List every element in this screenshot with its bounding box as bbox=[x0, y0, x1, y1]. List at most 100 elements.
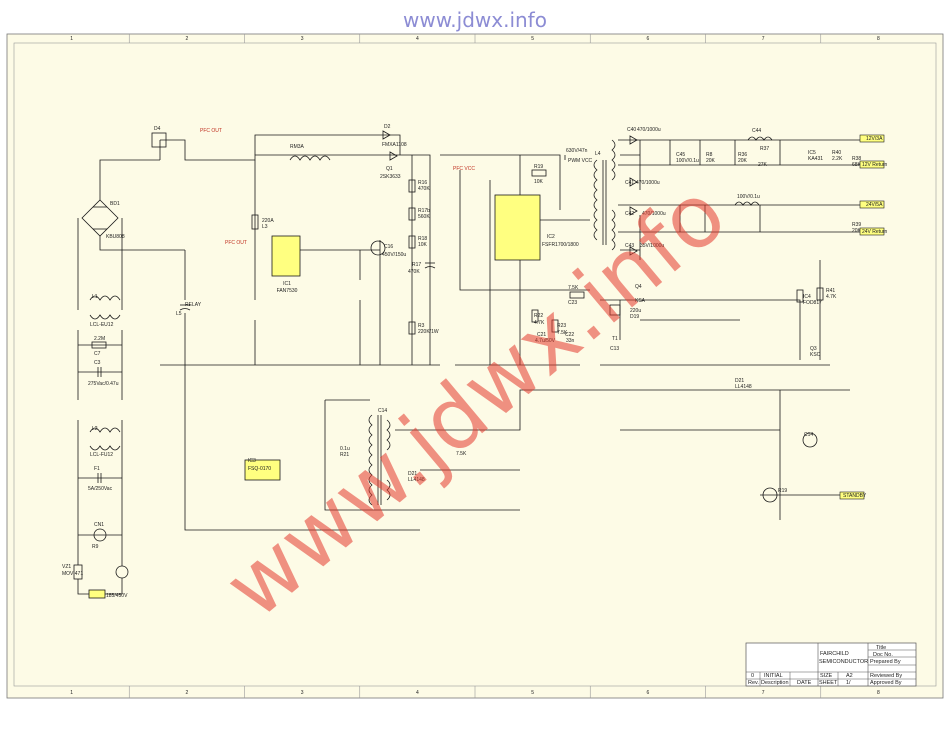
label-c45-value: 20K bbox=[852, 228, 862, 234]
title-block-docno: Doc No. bbox=[873, 652, 893, 658]
label-lcl-eu12: LCL-EU12 bbox=[90, 322, 114, 328]
label-r39-value: KSC bbox=[810, 352, 821, 358]
watermark-text: www.jdwx.info bbox=[403, 8, 547, 32]
label-q4: R19 bbox=[778, 488, 787, 494]
label-l4: 100V/0.1u bbox=[737, 194, 760, 200]
label-c13: D21 bbox=[408, 471, 417, 477]
title-block-desc-value: INITIAL bbox=[764, 673, 783, 679]
title-block-division: SEMICONDUCTOR bbox=[819, 659, 868, 665]
title-block-company: FAIRCHILD bbox=[820, 651, 849, 657]
border-column-number: 1 bbox=[70, 36, 73, 42]
title-block-approved: Approved By bbox=[870, 680, 902, 686]
label-c3-value: 5A/250Vac bbox=[88, 486, 113, 492]
title-block-reviewed: Reviewed By bbox=[870, 673, 902, 679]
border-column-number: 2 bbox=[185, 36, 188, 42]
label-l3: C44 bbox=[752, 128, 761, 134]
label-r25-value: C23 bbox=[568, 300, 577, 306]
label-t2: L4 bbox=[595, 151, 601, 157]
ic1-fan7530 bbox=[271, 235, 301, 277]
title-block-sheet-label: SHEET bbox=[819, 680, 838, 686]
secondary-outputs: C40 470/1000u C41 470/1000u C42 470/1000… bbox=[618, 127, 888, 260]
label-fmxa: 2SK3633 bbox=[380, 174, 401, 180]
label-c41-value: 20K bbox=[706, 158, 716, 164]
label-q1-part: 450V/150u bbox=[382, 252, 406, 258]
label-q3: C14 bbox=[804, 432, 813, 438]
label-c16-value: 470K bbox=[408, 269, 420, 275]
title-block-date-label: DATE bbox=[797, 680, 812, 686]
ic3-fsq0170 bbox=[244, 459, 281, 481]
net-pfc-vcc: PFC OUT bbox=[225, 240, 247, 246]
label-cn1: 185/450V bbox=[106, 593, 128, 599]
label-d8: C40 bbox=[627, 127, 636, 133]
label-c21: C21 bbox=[537, 332, 546, 338]
label-r38-value: 4.7K bbox=[826, 294, 837, 300]
label-d21: 0.1u bbox=[340, 446, 350, 452]
label-r40-value: KSA bbox=[635, 298, 646, 304]
label-t1: C14 bbox=[378, 408, 387, 414]
output-24v-return: 24V Return bbox=[862, 229, 888, 235]
label-r18-value: 220K/1W bbox=[418, 329, 439, 335]
border-column-number: 3 bbox=[301, 690, 304, 696]
label-lcl-fu12: LCL-FU12 bbox=[90, 452, 113, 458]
label-r37-value: FOD817 bbox=[803, 300, 822, 306]
label-relay: D4 bbox=[154, 126, 161, 132]
label-ic4-part: D19 bbox=[630, 314, 639, 320]
output-24v: 24V/5A bbox=[866, 202, 883, 208]
label-ic3: IC3 bbox=[248, 458, 256, 464]
label-ic1-part: FAN7530 bbox=[277, 288, 298, 294]
label-c7-value: L5 bbox=[176, 311, 182, 317]
label-r17-value: 470K bbox=[418, 186, 430, 192]
label-c41: R8 bbox=[706, 152, 713, 158]
label-rm3a: FMXA1108 bbox=[382, 142, 407, 148]
title-block-rev-label: Rev. bbox=[748, 680, 759, 686]
border-column-number: 5 bbox=[531, 690, 534, 696]
border-column-number: 5 bbox=[531, 36, 534, 42]
label-ic4: 220u bbox=[630, 308, 641, 314]
label-d9-value: 470/1000u bbox=[636, 180, 660, 186]
label-ic2-part: FSFR1700/1800 bbox=[542, 242, 579, 248]
output-standby: STANDBY bbox=[843, 493, 867, 499]
label-d11: C43 bbox=[625, 243, 634, 249]
ic2-fsfr bbox=[494, 194, 541, 261]
llc-stage: IC2 FSFR1700/1800 PFC VCC L4 R19 10K 630… bbox=[440, 139, 616, 366]
label-r8: R40 bbox=[832, 150, 841, 156]
label-r19-value: 10K bbox=[534, 179, 544, 185]
label-q1: C16 bbox=[384, 244, 393, 250]
label-l5: RM3A bbox=[290, 144, 305, 150]
label-vz1: CN1 bbox=[94, 522, 104, 528]
label-c42: R36 bbox=[738, 152, 747, 158]
label-r36: IC5 bbox=[808, 150, 816, 156]
title-block-rev-value: 0 bbox=[751, 673, 754, 679]
label-r23: R23 bbox=[557, 323, 566, 329]
label-r41: D21 bbox=[735, 378, 744, 384]
label-d11-value: 35V/1000u bbox=[640, 243, 664, 249]
label-d2: Q1 bbox=[386, 166, 393, 172]
label-c45: R39 bbox=[852, 222, 861, 228]
label-c13-value: LL4148 bbox=[408, 477, 425, 483]
title-block-desc-label: Description bbox=[761, 680, 789, 686]
label-d9: C41 bbox=[625, 180, 634, 186]
label-c6-value: 275Vac/0.47u bbox=[88, 381, 119, 387]
net-pwm-vcc: PFC VCC bbox=[453, 166, 475, 172]
label-f1: VZ1 bbox=[62, 564, 71, 570]
label-r22: R22 bbox=[534, 313, 543, 319]
label-c23-value: PWM VCC bbox=[568, 158, 593, 164]
border-column-number: 7 bbox=[762, 36, 765, 42]
label-r17: R16 bbox=[418, 180, 427, 186]
label-c42-value: 20K bbox=[738, 158, 748, 164]
feedback-section: IC4 FOD817 R41 4.7K Q4 KSA 220u D19 T1 C… bbox=[600, 260, 837, 366]
border-column-number: 8 bbox=[877, 36, 880, 42]
label-ic5: T1 bbox=[612, 336, 618, 342]
label-r3-value: L3 bbox=[262, 224, 268, 230]
border-column-number: 2 bbox=[185, 690, 188, 696]
label-r18: R3 bbox=[418, 323, 425, 329]
label-c40: C45 bbox=[676, 152, 685, 158]
title-block-prepared: Prepared By bbox=[870, 659, 901, 665]
label-c21-value: 4.7u/50V bbox=[535, 338, 556, 344]
label-r37: IC4 bbox=[803, 294, 811, 300]
label-d13: C42 bbox=[625, 211, 634, 217]
label-r8-value: 2.2K bbox=[832, 156, 843, 162]
label-r19: R19 bbox=[534, 164, 543, 170]
